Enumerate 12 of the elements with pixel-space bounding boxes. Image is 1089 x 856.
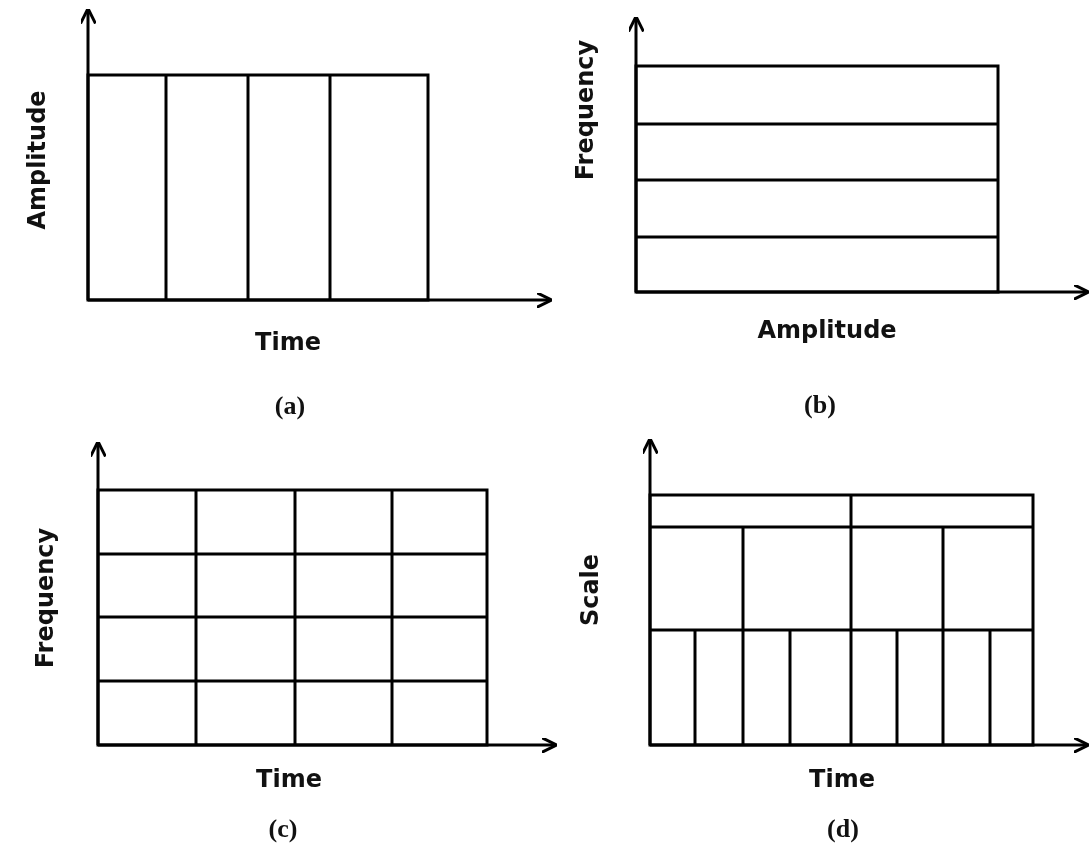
panel-label: (d): [827, 814, 859, 844]
panel-label: (c): [268, 814, 298, 844]
panel-label: (a): [274, 391, 306, 421]
axis-label: Frequency: [571, 39, 599, 181]
axis-label: Time: [809, 765, 875, 793]
axis-label: Time: [256, 765, 322, 793]
axis-label: Scale: [576, 553, 604, 627]
axis-label: Amplitude: [23, 90, 51, 230]
axis-label: Amplitude: [757, 316, 897, 344]
axis-label: Frequency: [31, 527, 59, 669]
axis-label: Time: [255, 328, 321, 356]
panel-label: (b): [804, 390, 836, 420]
